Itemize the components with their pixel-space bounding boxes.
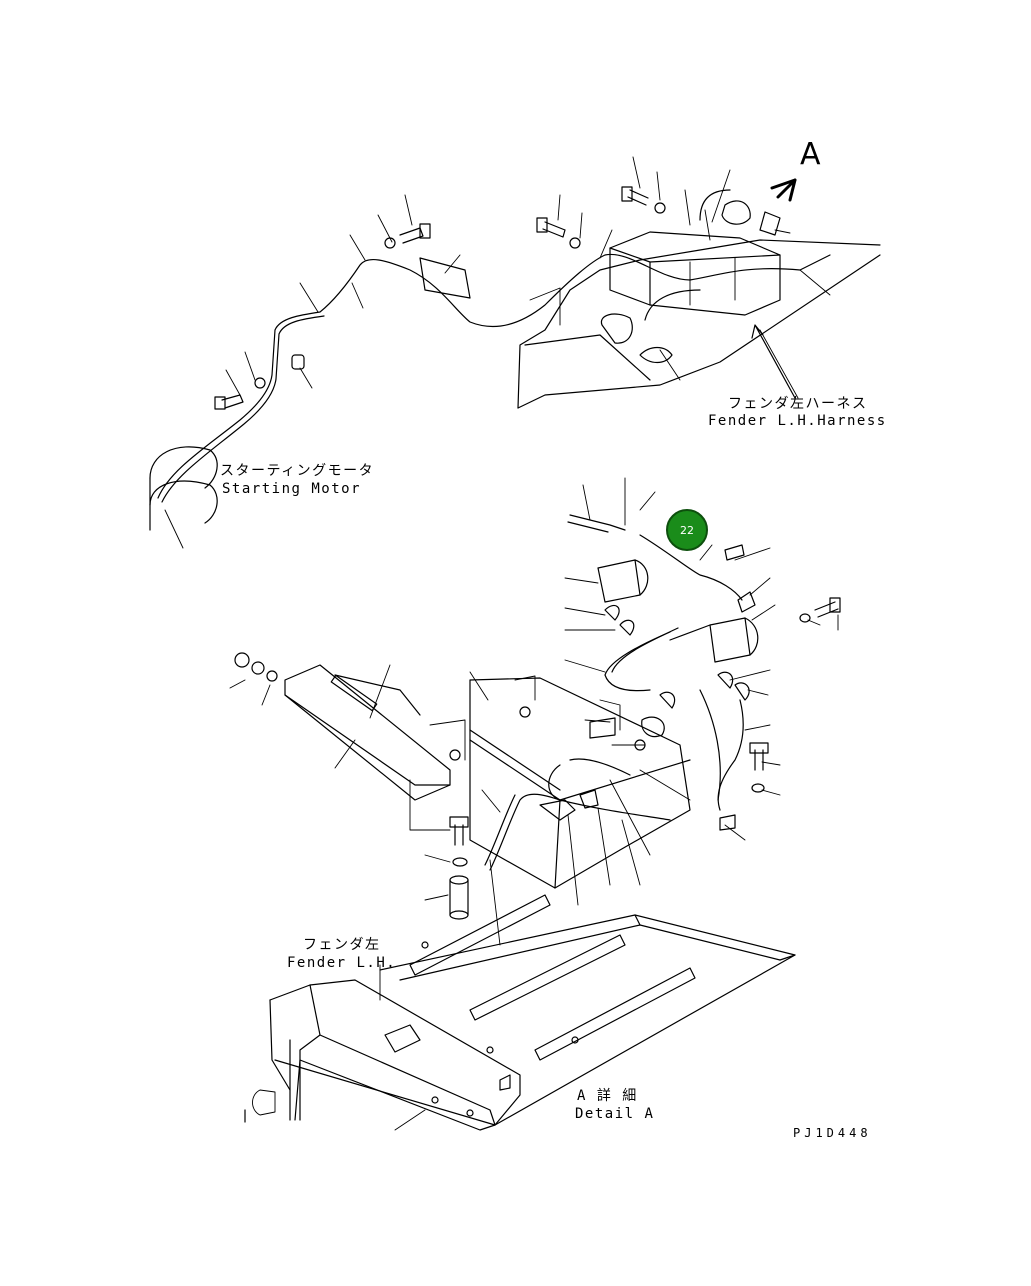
starting-motor-label-en: Starting Motor (222, 481, 362, 497)
fender-lh-label-en: Fender L.H. (287, 955, 397, 971)
part-callout-22[interactable]: 22 (666, 509, 708, 551)
middle-assembly (229, 477, 841, 946)
fender-harness-label-jp: フェンダ左ハーネス (728, 396, 868, 412)
bottom-fender (244, 894, 796, 1131)
top-assembly (149, 156, 881, 549)
detail-a-label-en: Detail A (575, 1106, 655, 1122)
detail-a-label-jp: A 詳 細 (577, 1088, 638, 1104)
fender-harness-label-en: Fender L.H.Harness (708, 413, 887, 429)
view-letter-label: A (800, 137, 821, 172)
fender-lh-label-jp: フェンダ左 (303, 937, 381, 953)
starting-motor-label-jp: スターティングモータ (220, 463, 375, 479)
drawing-number: PJ1D448 (793, 1126, 872, 1140)
